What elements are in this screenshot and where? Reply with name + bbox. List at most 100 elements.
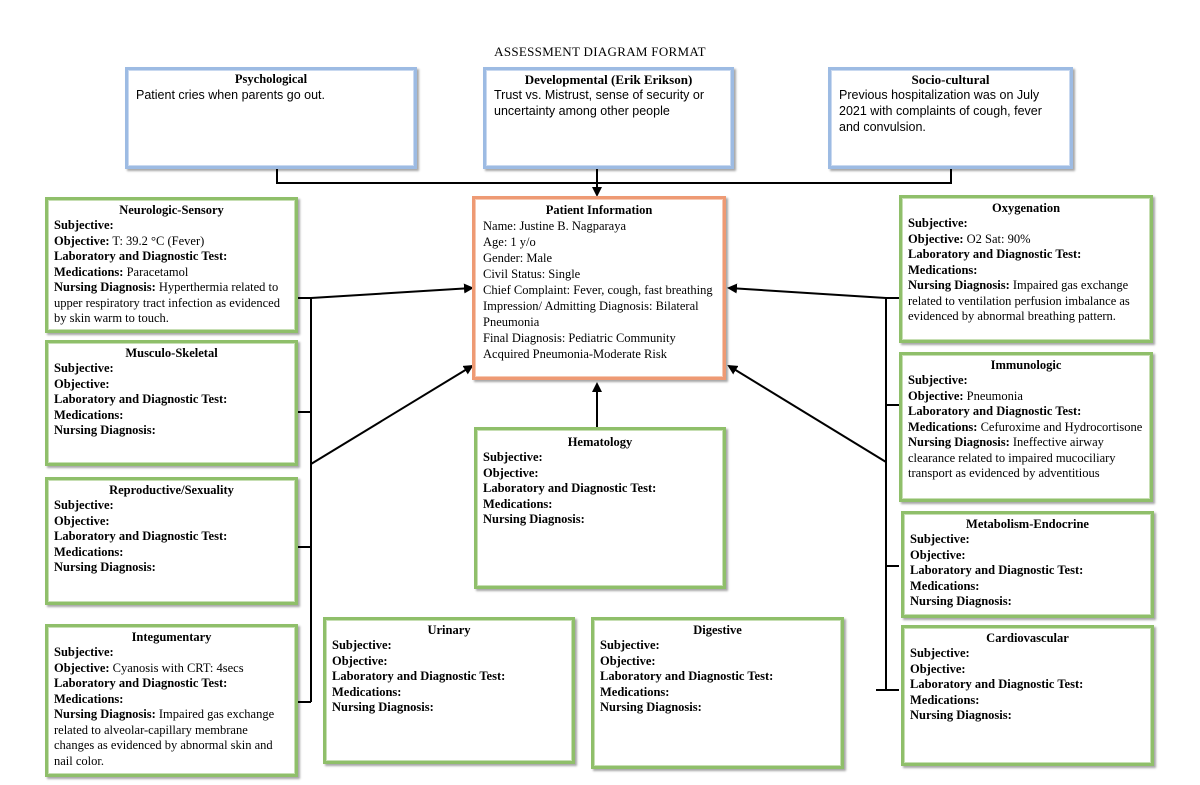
reproductive-meds-label: Medications: <box>54 544 124 559</box>
hematology-heading: Hematology <box>567 435 633 449</box>
patient-information-heading: Patient Information <box>545 203 653 217</box>
digestive-objective-label: Objective: <box>600 653 656 668</box>
patient-final-diagnosis: Final Diagnosis: Pediatric Community Acq… <box>483 331 676 361</box>
reproductive-objective-label: Objective: <box>54 513 110 528</box>
reproductive-objective-line: Objective: <box>54 514 289 530</box>
neurologic-objective-value: T: 39.2 °C (Fever) <box>109 233 205 248</box>
neurologic-heading: Neurologic-Sensory <box>119 203 224 217</box>
reproductive-lab-test-line: Laboratory and Diagnostic Test: <box>54 529 289 545</box>
oxygenation-medications-line: Medications: <box>908 263 1144 279</box>
metabolism-subjective-line: Subjective: <box>910 532 1145 548</box>
urinary-lab-test-line: Laboratory and Diagnostic Test: <box>332 669 566 685</box>
immunologic-objective-line: Objective: Pneumonia <box>908 389 1144 405</box>
cardiovascular-medications-line: Medications: <box>910 693 1145 709</box>
integumentary-lab-test-line: Laboratory and Diagnostic Test: <box>54 676 289 692</box>
metabolism-heading: Metabolism-Endocrine <box>966 517 1089 531</box>
musculo-subjective-label: Subjective: <box>54 361 114 375</box>
integumentary-heading: Integumentary <box>131 630 212 644</box>
digestive-lab-test-line: Laboratory and Diagnostic Test: <box>600 669 835 685</box>
integumentary-objective-label: Objective: <box>54 660 110 675</box>
oxygenation-objective-value: O2 Sat: 90% <box>963 231 1031 246</box>
digestive-objective-line: Objective: <box>600 654 835 670</box>
reproductive-lab-label: Laboratory and Diagnostic Test: <box>54 529 228 543</box>
left-arrow-lower <box>310 364 474 465</box>
integumentary-subjective-line: Subjective: <box>54 645 289 661</box>
neurologic-lab-test-line: Laboratory and Diagnostic Test: <box>54 249 289 265</box>
metabolism-medications-line: Medications: <box>910 579 1145 595</box>
patient-impression: Impression/ Admitting Diagnosis: Bilater… <box>483 299 699 329</box>
musculo-nd-label: Nursing Diagnosis: <box>54 423 156 437</box>
musculo-objective-line: Objective: <box>54 377 289 393</box>
patient-age: Age: 1 y/o <box>483 235 536 249</box>
metabolism-lab-label: Laboratory and Diagnostic Test: <box>910 563 1084 577</box>
metabolism-objective-label: Objective: <box>910 547 966 562</box>
neurologic-nursing-diagnosis-line: Nursing Diagnosis: Hyperthermia related … <box>54 280 289 327</box>
urinary-objective-label: Objective: <box>332 653 388 668</box>
urinary-subjective-label: Subjective: <box>332 638 392 652</box>
immunologic-lab-label: Laboratory and Diagnostic Test: <box>908 404 1082 418</box>
neurologic-subjective-line: Subjective: <box>54 218 289 234</box>
cardiovascular-nd-label: Nursing Diagnosis: <box>910 708 1012 722</box>
patient-name: Name: Justine B. Nagparaya <box>483 219 627 233</box>
top-bracket-line <box>276 168 952 184</box>
neurologic-meds-label: Medications: <box>54 264 124 279</box>
developmental-heading: Developmental (Erik Erikson) <box>524 72 693 87</box>
immunologic-objective-label: Objective: <box>908 388 964 403</box>
right-arrow-lower <box>727 364 887 463</box>
musculo-objective-label: Objective: <box>54 376 110 391</box>
musculo-nursing-diagnosis-line: Nursing Diagnosis: <box>54 423 289 439</box>
integumentary-lab-label: Laboratory and Diagnostic Test: <box>54 676 228 690</box>
immunologic-lab-test-line: Laboratory and Diagnostic Test: <box>908 404 1144 420</box>
hematology-medications-line: Medications: <box>483 497 717 513</box>
hematology-nursing-diagnosis-line: Nursing Diagnosis: <box>483 512 717 528</box>
musculo-heading: Musculo-Skeletal <box>125 346 218 360</box>
hematology-meds-label: Medications: <box>483 496 553 511</box>
patient-chief-complaint: Chief Complaint: Fever, cough, fast brea… <box>483 283 713 297</box>
oxygenation-nd-label: Nursing Diagnosis: <box>908 278 1010 292</box>
patient-information-box: Patient Information Name: Justine B. Nag… <box>472 196 726 380</box>
reproductive-subjective-line: Subjective: <box>54 498 289 514</box>
neurologic-objective-label: Objective: <box>54 233 110 248</box>
neurologic-meds-value: Paracetamol <box>123 264 189 279</box>
page-title: ASSESSMENT DIAGRAM FORMAT <box>494 44 706 59</box>
immunologic-subjective-line: Subjective: <box>908 373 1144 389</box>
psychological-box: Psychological Patient cries when parents… <box>125 67 417 169</box>
oxygenation-objective-line: Objective: O2 Sat: 90% <box>908 232 1144 248</box>
digestive-subjective-label: Subjective: <box>600 638 660 652</box>
urinary-nd-label: Nursing Diagnosis: <box>332 700 434 714</box>
neurologic-objective-line: Objective: T: 39.2 °C (Fever) <box>54 234 289 250</box>
musculo-subjective-line: Subjective: <box>54 361 289 377</box>
neurologic-subjective-label: Subjective: <box>54 218 114 232</box>
reproductive-medications-line: Medications: <box>54 545 289 561</box>
sociocultural-text: Previous hospitalization was on July 202… <box>839 88 1042 134</box>
metabolism-objective-line: Objective: <box>910 548 1145 564</box>
urinary-medications-line: Medications: <box>332 685 566 701</box>
oxygenation-nd-value: Impaired gas exchange related to ventila… <box>908 278 1133 323</box>
musculo-medications-line: Medications: <box>54 408 289 424</box>
neurologic-lab-label: Laboratory and Diagnostic Test: <box>54 249 228 263</box>
developmental-text: Trust vs. Mistrust, sense of security or… <box>494 88 705 118</box>
cardiovascular-subjective-label: Subjective: <box>910 646 970 660</box>
patient-gender: Gender: Male <box>483 251 553 265</box>
neurologic-nd-label: Nursing Diagnosis: <box>54 280 156 294</box>
immunologic-meds-value: Cefuroxime and Hydrocortisone <box>977 419 1143 434</box>
patient-civil-status: Civil Status: Single <box>483 267 581 281</box>
psychological-text: Patient cries when parents go out. <box>136 88 326 102</box>
urinary-heading: Urinary <box>427 623 471 637</box>
immunologic-nursing-diagnosis-line: Nursing Diagnosis: Ineffective airway cl… <box>908 435 1144 482</box>
cardiovascular-nursing-diagnosis-line: Nursing Diagnosis: <box>910 708 1145 724</box>
metabolism-nd-label: Nursing Diagnosis: <box>910 594 1012 608</box>
cardiovascular-subjective-line: Subjective: <box>910 646 1145 662</box>
sociocultural-heading: Socio-cultural <box>911 72 990 87</box>
immunologic-objective-value: Pneumonia <box>963 388 1023 403</box>
oxygenation-heading: Oxygenation <box>991 201 1061 215</box>
oxygenation-lab-test-line: Laboratory and Diagnostic Test: <box>908 247 1144 263</box>
cardiovascular-lab-label: Laboratory and Diagnostic Test: <box>910 677 1084 691</box>
